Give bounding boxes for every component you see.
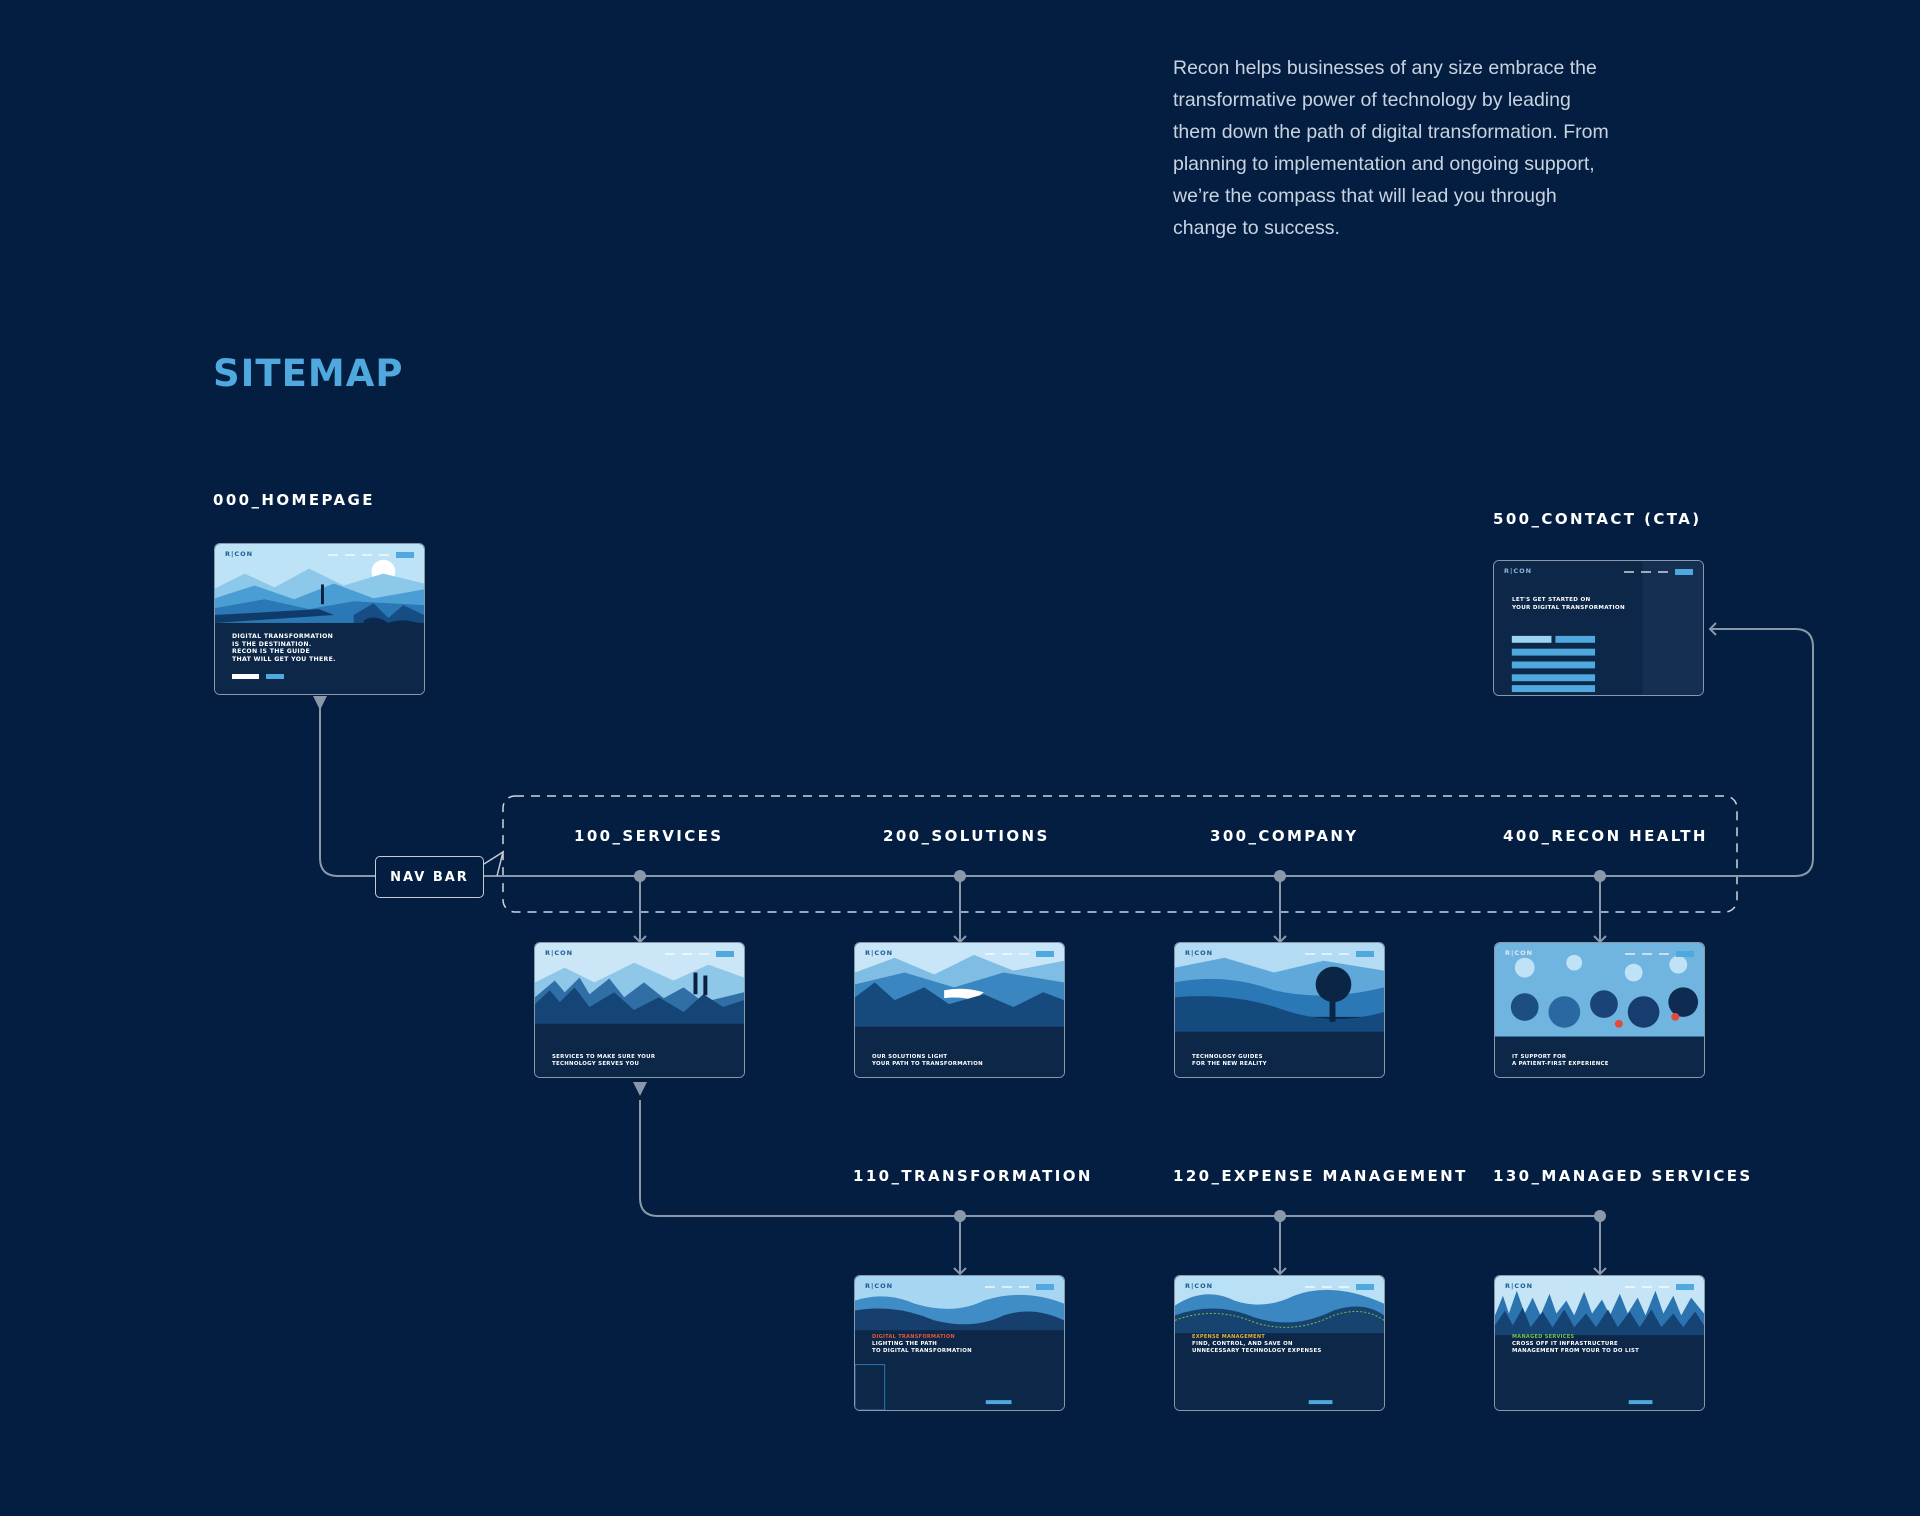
thumb-solutions[interactable]: R|CON OUR SOLUTIONS LIGHT YOUR PATH TO T…	[854, 942, 1065, 1078]
connector-nav-contact	[484, 622, 1814, 877]
node-dot	[1274, 1210, 1286, 1222]
page-title: SITEMAP	[213, 352, 404, 395]
thumb-button	[266, 674, 284, 679]
thumb-input	[232, 674, 259, 679]
label-services: 100_SERVICES	[574, 827, 724, 845]
node-dot	[954, 870, 966, 882]
thumb-heading: FIND, CONTROL, AND SAVE ON UNNECESSARY T…	[1192, 1341, 1322, 1354]
logo: R|CON	[865, 1282, 894, 1290]
nav-bar-tail	[483, 850, 505, 877]
thumb-transformation[interactable]: R|CON DIGITAL TRANSFORMATION LIGHTING TH…	[854, 1275, 1065, 1411]
label-health: 400_RECON HEALTH	[1503, 827, 1708, 845]
label-expense: 120_EXPENSE MANAGEMENT	[1173, 1167, 1468, 1185]
thumb-heading: SERVICES TO MAKE SURE YOUR TECHNOLOGY SE…	[552, 1054, 656, 1067]
thumb-heading: LET'S GET STARTED ON YOUR DIGITAL TRANSF…	[1512, 597, 1625, 611]
thumb-eyebrow: EXPENSE MANAGEMENT	[1192, 1334, 1266, 1340]
thumb-services[interactable]: R|CON SERVICES TO MAKE SURE YOUR TECHNOL…	[534, 942, 745, 1078]
thumb-heading: IT SUPPORT FOR A PATIENT-FIRST EXPERIENC…	[1512, 1054, 1609, 1067]
label-transformation: 110_TRANSFORMATION	[853, 1167, 1093, 1185]
pointer-triangle	[633, 1082, 647, 1096]
thumb-heading: DIGITAL TRANSFORMATION IS THE DESTINATIO…	[232, 633, 336, 663]
thumb-expense[interactable]: R|CON EXPENSE MANAGEMENT FIND, CONTROL, …	[1174, 1275, 1385, 1411]
connector-sub-line	[639, 1100, 1600, 1217]
logo: R|CON	[1505, 1282, 1534, 1290]
thumb-managed[interactable]: R|CON MANAGED SERVICES CROSS OFF IT INFR…	[1494, 1275, 1705, 1411]
logo: R|CON	[1185, 1282, 1214, 1290]
intro-paragraph: Recon helps businesses of any size embra…	[1173, 57, 1609, 239]
logo: R|CON	[225, 550, 254, 558]
mountain-illustration	[215, 544, 424, 694]
thumb-eyebrow: MANAGED SERVICES	[1512, 1334, 1575, 1340]
logo: R|CON	[865, 949, 894, 957]
label-homepage: 000_HOMEPAGE	[213, 491, 375, 509]
logo: R|CON	[1504, 567, 1533, 575]
label-contact: 500_CONTACT (CTA)	[1493, 510, 1702, 528]
connector-home-nav	[319, 700, 376, 877]
label-company: 300_COMPANY	[1210, 827, 1359, 845]
thumb-company[interactable]: R|CON TECHNOLOGY GUIDES FOR THE NEW REAL…	[1174, 942, 1385, 1078]
thumb-heading: CROSS OFF IT INFRASTRUCTURE MANAGEMENT F…	[1512, 1341, 1640, 1354]
pointer-triangle	[313, 696, 327, 710]
thumb-eyebrow: DIGITAL TRANSFORMATION	[872, 1334, 955, 1340]
label-solutions: 200_SOLUTIONS	[883, 827, 1050, 845]
node-dot	[634, 870, 646, 882]
label-managed: 130_MANAGED SERVICES	[1493, 1167, 1753, 1185]
node-dot	[1274, 870, 1286, 882]
logo: R|CON	[545, 949, 574, 957]
thumb-nav	[328, 552, 414, 558]
thumb-heading: LIGHTING THE PATH TO DIGITAL TRANSFORMAT…	[872, 1341, 972, 1354]
node-dot	[1594, 870, 1606, 882]
nav-bar-node[interactable]: NAV BAR	[375, 856, 484, 898]
logo: R|CON	[1505, 949, 1534, 957]
thumb-homepage[interactable]: R|CON DIGITAL TRANSFORMATION IS THE DEST…	[214, 543, 425, 695]
thumb-heading: OUR SOLUTIONS LIGHT YOUR PATH TO TRANSFO…	[872, 1054, 983, 1067]
thumb-heading: TECHNOLOGY GUIDES FOR THE NEW REALITY	[1192, 1054, 1267, 1067]
thumb-health[interactable]: R|CON IT SUPPORT FOR A PATIENT-FIRST EXP…	[1494, 942, 1705, 1078]
node-dot	[1594, 1210, 1606, 1222]
nav-group-outline	[502, 795, 1738, 913]
logo: R|CON	[1185, 949, 1214, 957]
thumb-contact[interactable]: R|CON LET'S GET STARTED ON YOUR DIGITAL …	[1493, 560, 1704, 696]
node-dot	[954, 1210, 966, 1222]
